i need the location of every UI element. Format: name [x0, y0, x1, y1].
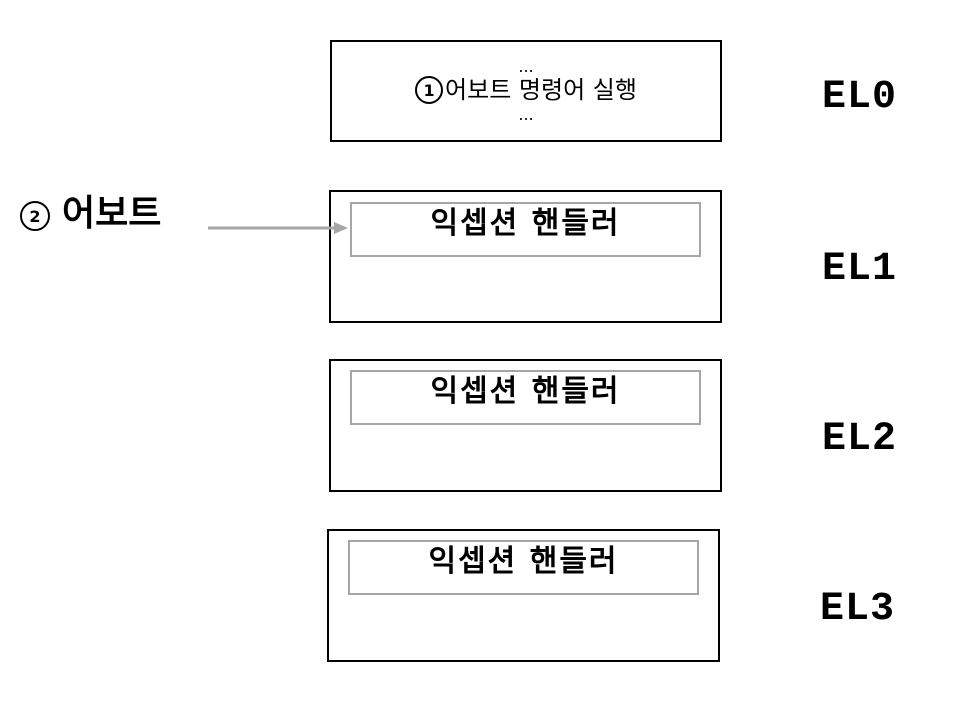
- el0-label: EL0: [822, 75, 898, 120]
- el2-label: EL2: [822, 417, 898, 462]
- abort-step-label: 2 어보트: [20, 196, 161, 232]
- el0-box: ... 1 어보트 명령어 실행 ...: [330, 40, 722, 142]
- ellipsis-bottom: ...: [518, 105, 534, 124]
- el1-handler-label: 익셉션 핸들러: [430, 205, 621, 241]
- el0-content: ... 1 어보트 명령어 실행 ...: [332, 42, 720, 140]
- abort-text: 어보트: [62, 193, 162, 234]
- el1-box: 익셉션 핸들러: [329, 190, 722, 323]
- el3-exception-handler: 익셉션 핸들러: [348, 540, 699, 595]
- el1-label: EL1: [822, 247, 898, 292]
- ellipsis-top: ...: [518, 57, 534, 76]
- el2-box: 익셉션 핸들러: [329, 359, 722, 492]
- el3-label: EL3: [820, 587, 896, 632]
- abort-instruction-text: 어보트 명령어 실행: [445, 76, 637, 104]
- el2-handler-label: 익셉션 핸들러: [430, 373, 621, 409]
- abort-instruction-row: 1 어보트 명령어 실행: [415, 76, 637, 104]
- step-2-marker: 2: [20, 201, 50, 231]
- el1-exception-handler: 익셉션 핸들러: [350, 202, 701, 257]
- el3-box: 익셉션 핸들러: [327, 529, 720, 662]
- step-1-marker: 1: [415, 76, 444, 104]
- el2-exception-handler: 익셉션 핸들러: [350, 370, 701, 425]
- el3-handler-label: 익셉션 핸들러: [428, 543, 619, 579]
